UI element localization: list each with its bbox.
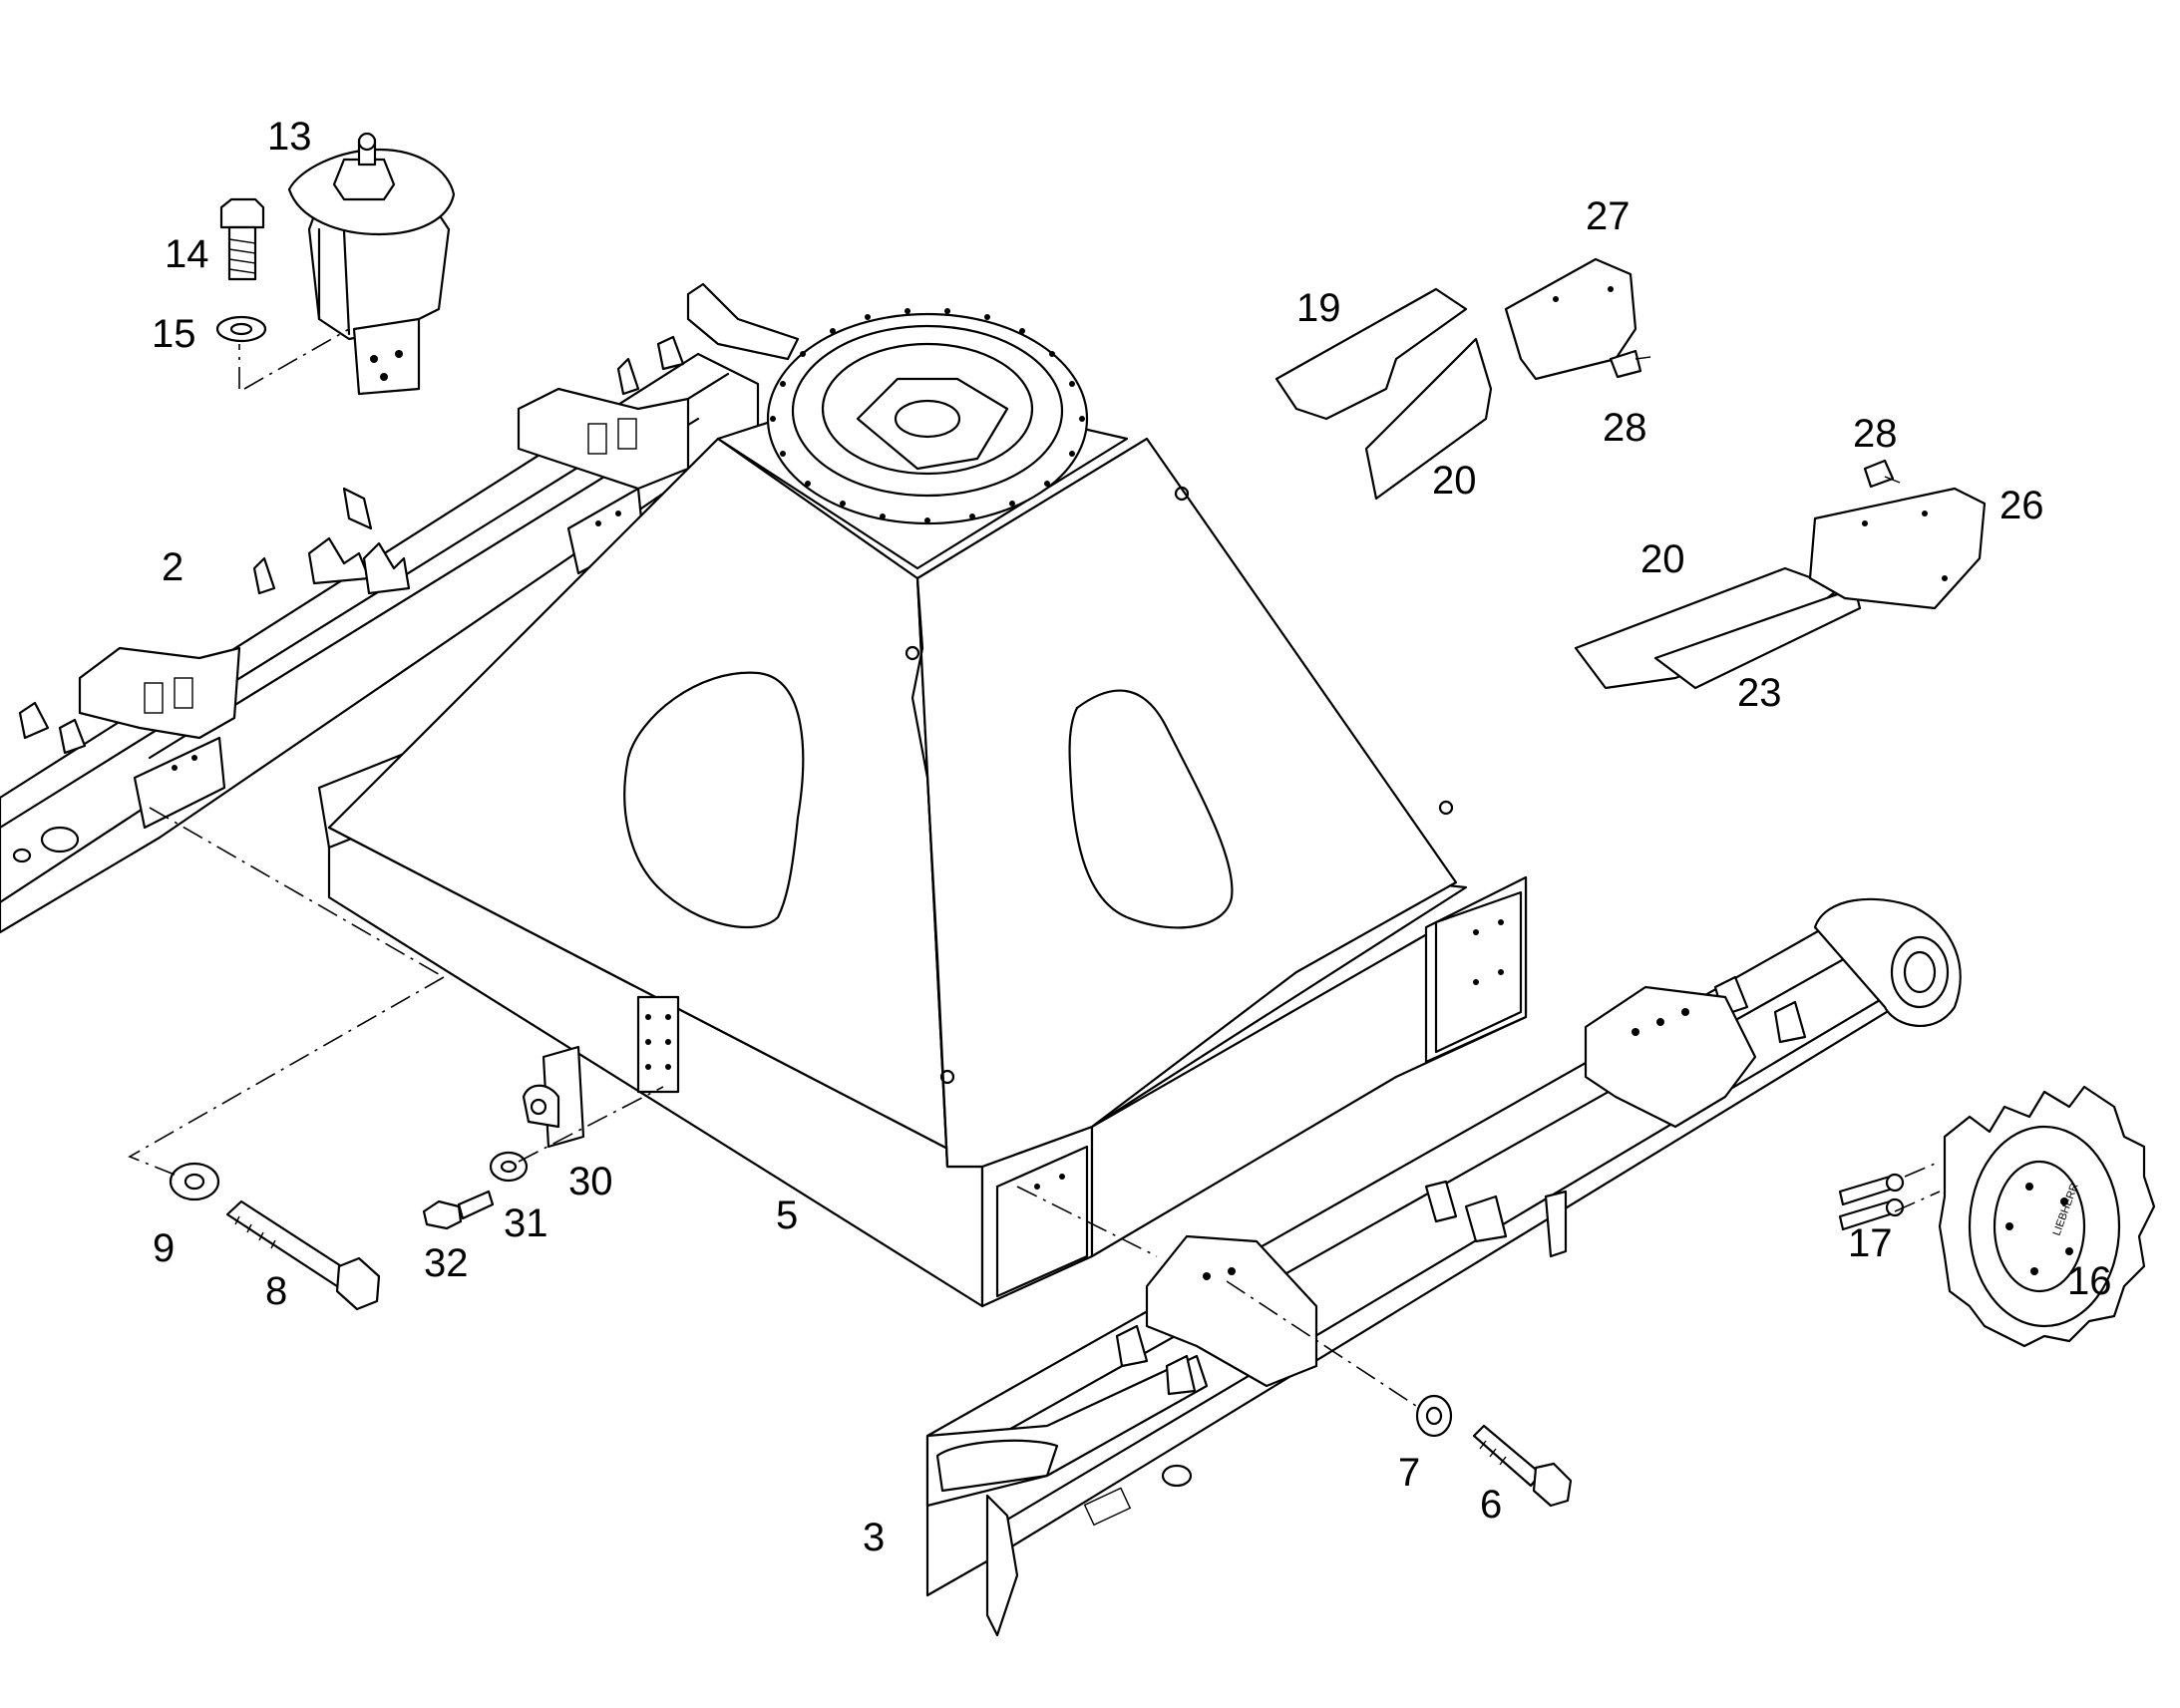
callout-7: 7 — [1398, 1451, 1420, 1495]
washer-7 — [1415, 1394, 1453, 1438]
callout-6: 6 — [1480, 1483, 1502, 1527]
callout-20-top: 20 — [1432, 459, 1477, 503]
cover-plates-top — [1274, 257, 1651, 501]
bracket-30 — [522, 1045, 585, 1149]
washer-15 — [215, 315, 267, 343]
bolt-6 — [1472, 1424, 1573, 1508]
callout-8: 8 — [265, 1269, 287, 1313]
sprocket-16: LIEBHERR — [1938, 1085, 2156, 1348]
callout-19: 19 — [1296, 286, 1341, 330]
plate-holes — [645, 1014, 671, 1070]
bolts-17 — [1838, 1173, 1905, 1231]
callout-26: 26 — [1999, 484, 2044, 527]
left-track-frame — [0, 282, 800, 934]
assembly-lines — [128, 328, 1941, 1407]
callout-13: 13 — [267, 115, 312, 159]
callout-17: 17 — [1848, 1221, 1893, 1265]
washer-31 — [489, 1151, 529, 1183]
callout-2: 2 — [162, 545, 183, 589]
bolt-32 — [422, 1190, 495, 1230]
callout-30: 30 — [568, 1160, 613, 1203]
callout-28-top: 28 — [1603, 406, 1647, 450]
center-carbody — [317, 308, 1528, 1308]
callout-31: 31 — [504, 1201, 548, 1245]
callout-32: 32 — [424, 1241, 469, 1285]
callout-5: 5 — [776, 1194, 798, 1237]
callout-14: 14 — [165, 232, 209, 276]
slew-ring-bolt-holes — [770, 308, 1085, 523]
callout-3: 3 — [863, 1516, 885, 1559]
callout-27: 27 — [1586, 194, 1631, 238]
cover-plates-side — [1574, 459, 1987, 690]
callout-16: 16 — [2067, 1259, 2112, 1303]
right-track-frame — [925, 897, 1962, 1637]
bolt-14 — [219, 197, 265, 281]
bolt-8 — [225, 1199, 381, 1311]
callout-23: 23 — [1737, 671, 1782, 715]
callout-20-side: 20 — [1640, 537, 1685, 581]
callout-labels: 13 14 15 2 19 20 27 28 28 26 20 23 5 30 … — [152, 115, 2112, 1559]
washer-9 — [169, 1162, 220, 1201]
callout-9: 9 — [153, 1226, 175, 1270]
callout-15: 15 — [152, 312, 196, 356]
callout-28-side: 28 — [1853, 412, 1898, 456]
rotary-joint — [287, 132, 456, 396]
